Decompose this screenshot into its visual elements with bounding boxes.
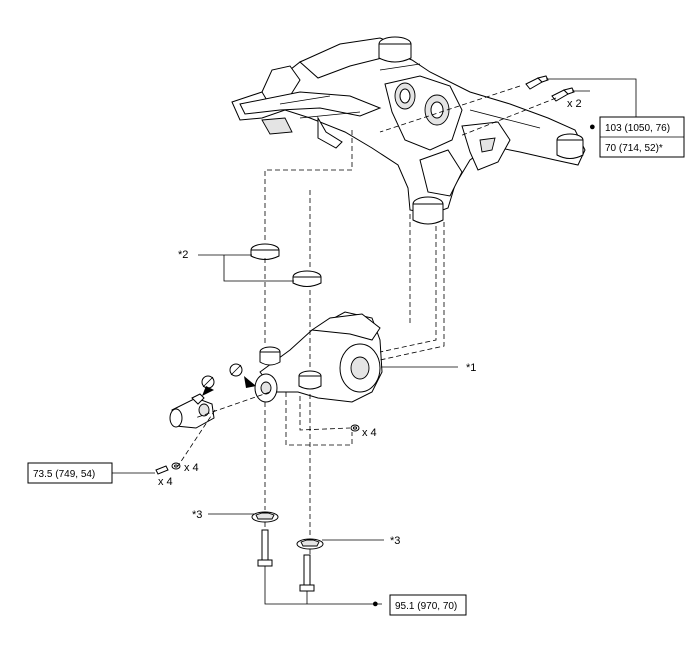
rear-suspension-member — [231, 36, 586, 225]
frame-bolt-torque-primary: 103 (1050, 76) — [605, 123, 670, 134]
differential-assembly — [254, 311, 383, 403]
callouts — [27, 78, 685, 616]
flange-nut-quantity: x 4 — [184, 462, 199, 474]
label-part-3-left: *3 — [192, 509, 202, 521]
nut-quantity: x 4 — [362, 427, 377, 439]
label-part-3-right: *3 — [390, 535, 400, 547]
label-part-1: *1 — [466, 362, 476, 374]
frame-bolt-torque-secondary: 70 (714, 52)* — [605, 143, 663, 154]
flange-bolt-torque-box — [27, 462, 113, 484]
frame-bolt-quantity: x 2 — [567, 98, 582, 110]
propeller-shaft-flange — [169, 393, 215, 429]
flange-bolt-quantity: x 4 — [158, 476, 173, 488]
mount-bolt-torque: 95.1 (970, 70) — [395, 601, 457, 612]
flange-bolt-and-nut — [155, 462, 181, 475]
nut — [350, 424, 360, 432]
bullet-frame-bolt: ● — [589, 121, 596, 133]
bullet-mount-bolt: ● — [372, 598, 379, 610]
stoppers — [250, 243, 322, 287]
mount-bolts — [257, 529, 315, 592]
alignment-lines — [177, 85, 557, 554]
flange-bolt-torque: 73.5 (749, 54) — [33, 469, 95, 480]
mount-bolt-torque-box — [389, 594, 467, 616]
frame-bolts — [525, 75, 575, 102]
direction-symbols — [201, 363, 256, 396]
label-part-2: *2 — [178, 249, 188, 261]
